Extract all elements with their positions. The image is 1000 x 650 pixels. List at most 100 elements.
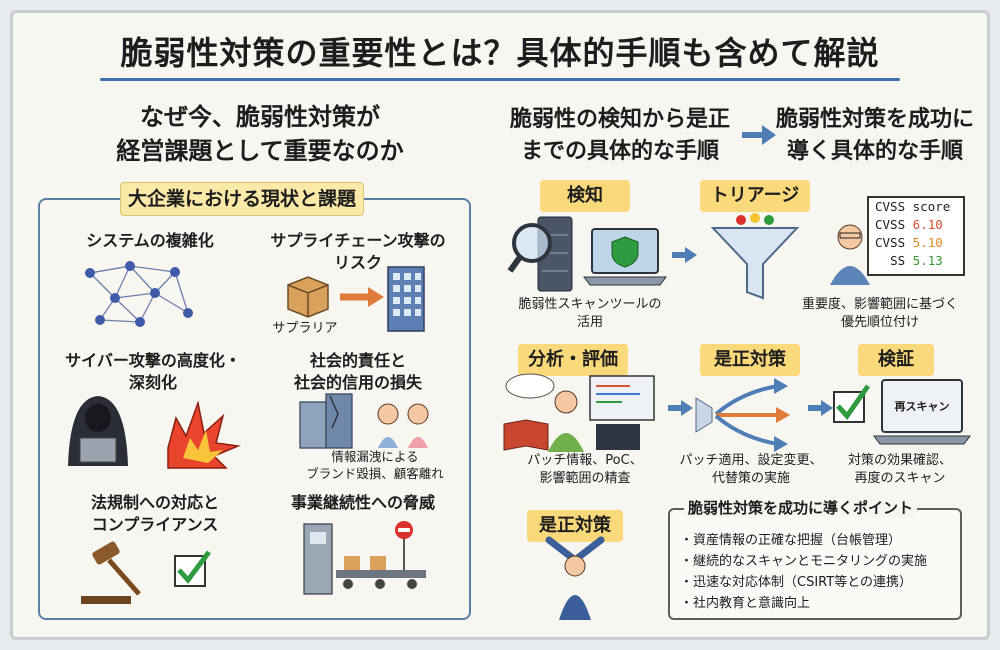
- social-line-2: 社会的信用の損失: [293, 373, 422, 392]
- step-triage-caption-1: 重要度、影響範囲に基づく: [801, 297, 958, 312]
- right-heading-detect-to-fix: 脆弱性の検知から是正 までの具体的な手順: [490, 104, 750, 168]
- step-detect-caption: 脆弱性スキャンツールの 活用: [505, 296, 675, 332]
- step-verify-tag: 検証: [858, 344, 934, 376]
- leak-line-2: ブランド毀損、顧客離れ: [306, 466, 444, 481]
- leak-caption: 情報漏洩による ブランド毀損、顧客離れ: [285, 448, 465, 482]
- hacker-illustration: [68, 396, 241, 469]
- building-icon: [387, 266, 425, 332]
- laptop-rescan-icon: [873, 379, 971, 445]
- arrow-right-icon: [672, 247, 697, 263]
- cvss-row-score: 5.13: [912, 253, 943, 268]
- worried-people-icon: [377, 403, 429, 448]
- analysis-illustration: [503, 373, 655, 452]
- cyber-line-1: サイバー攻撃の高度化・: [65, 351, 241, 370]
- magnifier-icon: [507, 223, 552, 273]
- supply-chain-line-2: リスク: [333, 253, 382, 272]
- cvss-table: CVSS score CVSS 6.10 CVSS 5.10 SS 5.13: [875, 198, 965, 270]
- cvss-row-score: 6.10: [912, 217, 943, 232]
- step-analysis-tag: 分析・評価: [518, 344, 628, 376]
- right-heading-success: 脆弱性対策を成功に 導く具体的な手順: [770, 104, 980, 168]
- step-remediate-caption-2: 代替策の実施: [711, 471, 790, 486]
- cvss-row-score: 5.10: [912, 235, 943, 250]
- reputation-illustration: [299, 393, 429, 449]
- step-remediate-caption: パッチ適用、設定変更、 代替策の実施: [676, 452, 826, 488]
- list-item: ・迅速な対応体制（CSIRT等との連携）: [680, 575, 913, 590]
- step-detect-caption-1: 脆弱性スキャンツールの: [518, 297, 662, 312]
- complexity-label: システムの複雑化: [86, 231, 214, 250]
- verify-illustration: [833, 379, 971, 445]
- thinking-person-icon: [548, 390, 584, 452]
- right-heading-a-line-1: 脆弱性の検知から是正: [509, 107, 730, 132]
- laptop-shield-icon: [583, 228, 667, 286]
- detect-illustration: [507, 216, 667, 292]
- business-continuity-label: 事業継続性への脅威: [290, 493, 435, 512]
- cvss-row-label: CVSS: [875, 235, 906, 250]
- step-remediate-caption-1: パッチ適用、設定変更、: [679, 453, 823, 468]
- social-responsibility-label: 社会的責任と 社会的信用の損失: [268, 350, 448, 394]
- list-item: ・資産情報の正確な把握（台帳管理）: [680, 533, 902, 548]
- success-points-list: ・資産情報の正確な把握（台帳管理） ・継続的なスキャンとモニタリングの実施 ・迅…: [680, 530, 927, 614]
- raised-arms-person-icon: [545, 536, 605, 620]
- step-detect-tag: 検知: [540, 180, 630, 212]
- supply-chain-label: サプライチェーン攻撃の リスク: [258, 230, 458, 274]
- check-box-icon: [833, 384, 871, 423]
- right-heading-b-line-2: 導く具体的な手順: [786, 139, 963, 164]
- success-points-box: ・資産情報の正確な把握（台帳管理） ・継続的なスキャンとモニタリングの実施 ・迅…: [668, 508, 962, 620]
- analyst-icon: [830, 224, 870, 285]
- step-analysis-caption: パッチ情報、PoC、 影響範囲の精査: [505, 452, 665, 488]
- left-heading-line-1: なぜ今、脆弱性対策が: [140, 103, 380, 131]
- cvss-row-label: CVSS: [875, 217, 906, 232]
- page-title: 脆弱性対策の重要性とは？具体的手順も含めて解説: [120, 34, 880, 72]
- step-triage-caption: 重要度、影響範囲に基づく 優先順位付け: [790, 296, 970, 332]
- box-icon: [287, 276, 329, 318]
- explosion-icon: [167, 400, 241, 469]
- social-line-1: 社会的責任と: [309, 351, 406, 370]
- cvss-row-label: SS: [890, 253, 906, 268]
- step-verify-caption: 対策の効果確認、 再度のスキャン: [830, 452, 970, 488]
- checkbox-icon: [174, 550, 211, 587]
- thought-bubble-icon: [505, 373, 555, 399]
- supply-chain-illustration: [287, 266, 425, 332]
- list-item: ・社内教育と意識向上: [680, 596, 811, 611]
- gavel-icon: [81, 541, 141, 604]
- cvss-board: [867, 196, 965, 276]
- step-remediate-tag: 是正対策: [700, 344, 800, 376]
- book-icon: [503, 419, 549, 451]
- branching-arrows-icon: [695, 378, 790, 452]
- step-triage-caption-2: 優先順位付け: [840, 315, 919, 330]
- step-detect-caption-2: 活用: [576, 315, 603, 330]
- legal-line-2: コンプライアンス: [91, 515, 219, 534]
- rescan-screen-label: 再スキャン: [894, 400, 950, 413]
- funnel-icon: [710, 213, 800, 300]
- cyber-line-2: 深刻化: [128, 373, 177, 392]
- step-analysis-caption-2: 影響範囲の精査: [539, 471, 631, 486]
- cvss-header-label: CVSS: [875, 199, 906, 214]
- challenges-panel-title: 大企業における現状と課題: [120, 182, 364, 216]
- success-points-title: 脆弱性対策を成功に導くポイント: [684, 497, 918, 518]
- arrow-right-icon: [808, 400, 833, 416]
- damaged-building-icon: [299, 393, 353, 449]
- heading-arrow-icon: [742, 125, 776, 145]
- cyber-attack-label: サイバー攻撃の高度化・ 深刻化: [48, 350, 258, 394]
- right-heading-b-line-1: 脆弱性対策を成功に: [775, 107, 974, 132]
- step-analysis-caption-1: パッチ情報、PoC、: [527, 453, 643, 468]
- step-verify-caption-1: 対策の効果確認、: [847, 453, 952, 468]
- step-triage-tag: トリアージ: [700, 180, 810, 212]
- step-verify-caption-2: 再度のスキャン: [854, 471, 946, 486]
- supply-chain-line-1: サプライチェーン攻撃の: [270, 231, 446, 250]
- title-underline: [100, 78, 900, 81]
- legal-compliance-label: 法規制への対応と コンプライアンス: [55, 492, 255, 536]
- arrow-right-icon: [668, 400, 693, 416]
- left-heading: なぜ今、脆弱性対策が 経営課題として重要なのか: [80, 100, 440, 168]
- hacker-icon: [68, 396, 128, 466]
- right-heading-a-line-2: までの具体的な手順: [520, 139, 719, 164]
- cvss-header-score: score: [912, 199, 951, 214]
- step-remediate-2-tag: 是正対策: [527, 510, 623, 542]
- legal-illustration: [81, 541, 211, 604]
- leak-line-1: 情報漏洩による: [331, 449, 419, 464]
- legal-line-1: 法規制への対応と: [90, 493, 219, 512]
- supplier-label: サプラリア: [272, 321, 338, 336]
- monitor-code-icon: [589, 375, 655, 450]
- list-item: ・継続的なスキャンとモニタリングの実施: [680, 554, 928, 569]
- left-heading-line-2: 経営課題として重要なのか: [116, 137, 404, 165]
